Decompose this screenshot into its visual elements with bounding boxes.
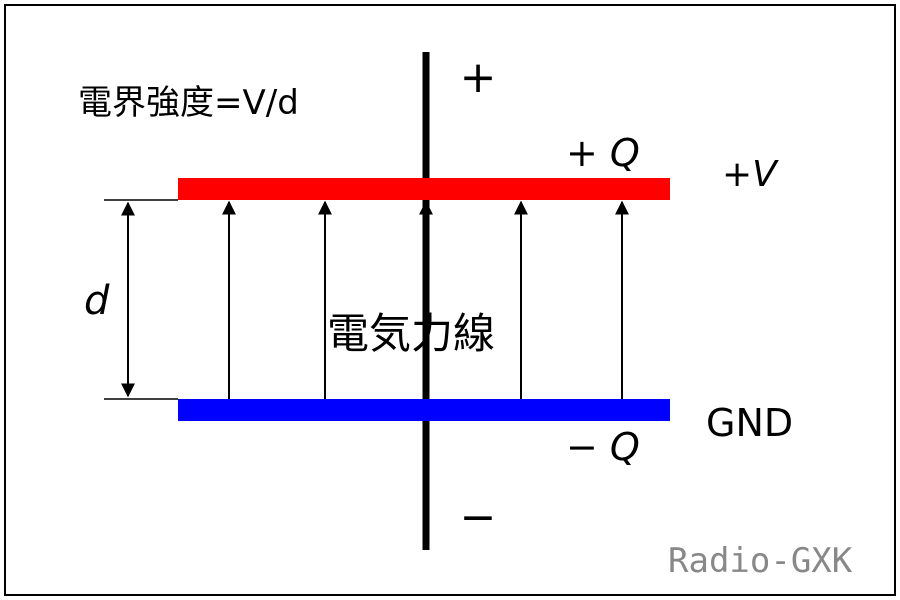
watermark-text: Radio-GXK (668, 541, 853, 581)
plus-v-label: +V (722, 154, 779, 195)
field-lines-label: 電気力線 (327, 309, 495, 358)
gnd-label: GND (706, 401, 793, 445)
minus-sign-label: − (460, 492, 497, 543)
distance-label: d (84, 278, 110, 324)
formula-label: 電界強度=V/d (78, 83, 299, 123)
frame-border (4, 4, 896, 596)
field-lines (222, 200, 629, 399)
plus-q-label: + Q (566, 131, 640, 175)
minus-q-label: − Q (566, 425, 640, 469)
plus-sign-label: + (460, 52, 497, 103)
bottom-plate (178, 399, 670, 421)
top-plate (178, 178, 670, 200)
